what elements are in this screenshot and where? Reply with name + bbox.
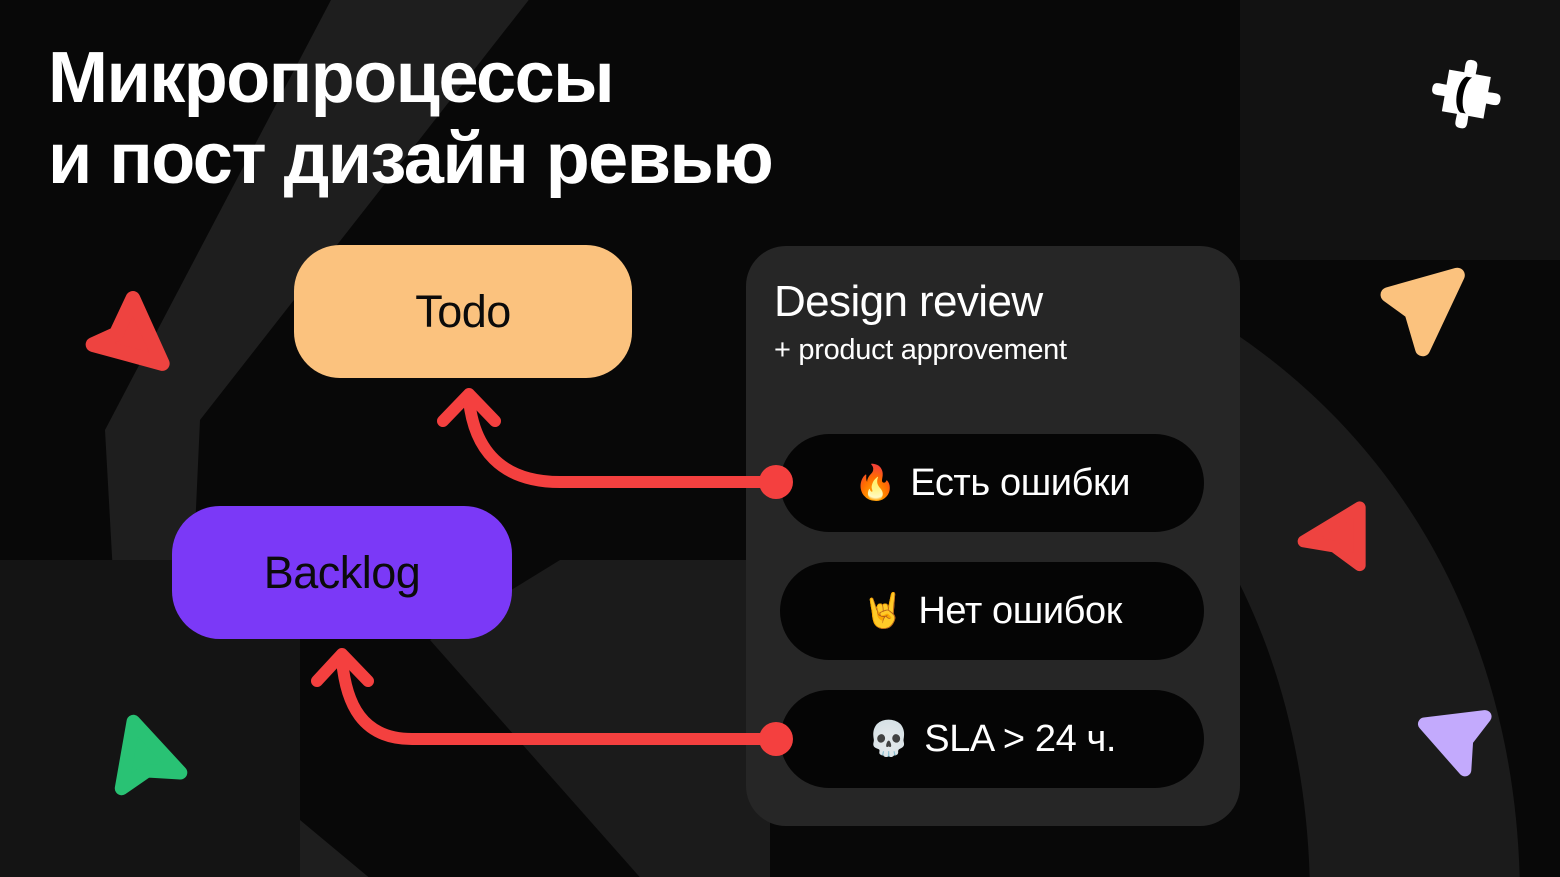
- outcome-pill-no-errors[interactable]: 🤘 Нет ошибок: [780, 562, 1204, 660]
- state-pill-backlog-label: Backlog: [263, 546, 421, 598]
- design-review-card: Design review + product approvement 🔥 Ес…: [746, 246, 1240, 826]
- connector-arrowhead-1: [437, 388, 501, 427]
- outcome-label-no-errors: Нет ошибок: [918, 589, 1122, 632]
- outcome-label-sla-breach: SLA > 24 ч.: [924, 717, 1117, 760]
- card-subtitle: + product approvement: [774, 334, 1067, 366]
- card-header: Design review + product approvement: [746, 246, 1240, 365]
- connector-line-2: [336, 654, 776, 745]
- cursor-green-bottom-left: [114, 714, 188, 796]
- skull-emoji: 💀: [867, 720, 911, 758]
- connector-has-errors-to-todo: [437, 388, 793, 499]
- cursor-red-top-left: [85, 291, 170, 371]
- outcome-label-has-errors: Есть ошибки: [910, 461, 1131, 504]
- state-pill-backlog[interactable]: Backlog: [172, 506, 512, 639]
- outcome-pill-sla-breach[interactable]: 💀 SLA > 24 ч.: [780, 690, 1204, 788]
- connector-sla-to-backlog: [311, 648, 793, 756]
- card-title: Design review: [774, 277, 1043, 326]
- puzzle-piece-icon: [1432, 59, 1501, 129]
- outcome-list: 🔥 Есть ошибки 🤘 Нет ошибок 💀 SLA > 24 ч.: [780, 434, 1204, 818]
- page-title: Микропроцессы и пост дизайн ревью: [48, 38, 774, 200]
- cursor-orange-top-right: [1380, 267, 1465, 357]
- state-pill-todo-label: Todo: [415, 285, 511, 337]
- state-pill-todo[interactable]: Todo: [294, 245, 632, 378]
- connector-arrowhead-2: [311, 648, 374, 687]
- connector-line-1: [463, 394, 776, 488]
- cursor-red-mid-right: [1297, 501, 1366, 572]
- outcome-pill-has-errors[interactable]: 🔥 Есть ошибки: [780, 434, 1204, 532]
- cursor-lavender-bottom-right: [1417, 710, 1492, 777]
- rock-on-emoji: 🤘: [862, 592, 905, 630]
- fire-emoji: 🔥: [853, 464, 897, 502]
